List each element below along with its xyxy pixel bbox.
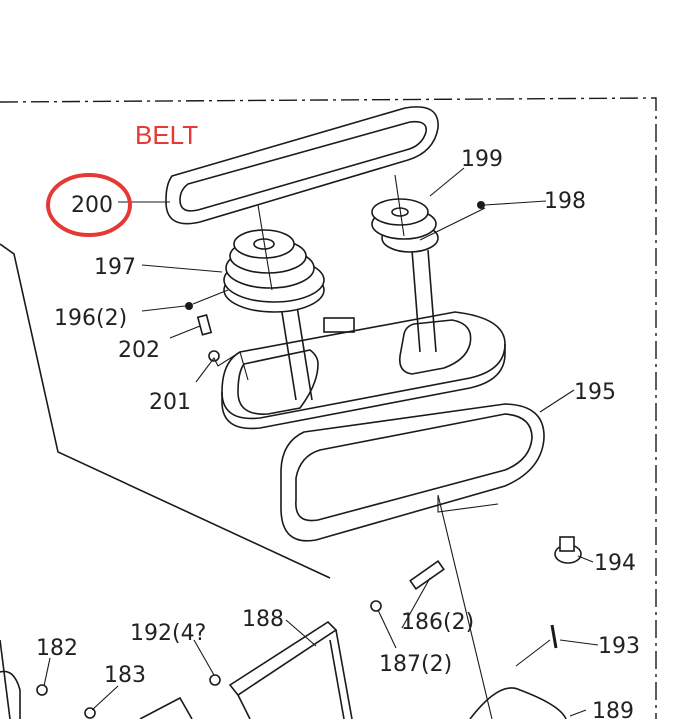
set-screw-198[interactable] <box>477 201 485 209</box>
part-label-193: 193 <box>598 634 640 659</box>
frame-panel-outline <box>0 243 331 579</box>
part-label-182: 182 <box>36 636 78 661</box>
assembly-boundary <box>0 97 657 719</box>
screw-192[interactable] <box>209 674 221 686</box>
spindle-pulley[interactable] <box>223 204 325 401</box>
part-label-202: 202 <box>118 338 160 363</box>
part-label-188: 188 <box>242 607 284 632</box>
belt[interactable] <box>165 106 439 225</box>
pulley-cover[interactable] <box>280 403 545 719</box>
set-screw-196[interactable] <box>185 302 193 310</box>
belt-callout-title: BELT <box>135 120 198 150</box>
screw-182[interactable] <box>36 684 48 696</box>
part-label-186: 186(2) <box>401 610 474 635</box>
part-label-199: 199 <box>461 147 503 172</box>
bolt-186[interactable] <box>409 560 445 590</box>
part-label-192: 192(4? <box>130 621 206 646</box>
part-label-195: 195 <box>574 380 616 405</box>
part-label-200: 200 <box>71 193 113 218</box>
column-cap <box>0 670 21 719</box>
part-label-194: 194 <box>594 551 636 576</box>
spindle-assembly-189[interactable] <box>469 687 567 719</box>
part-label-187: 187(2) <box>379 652 452 677</box>
lower-mount <box>139 696 193 719</box>
part-label-196: 196(2) <box>54 306 127 331</box>
leader-lines <box>43 167 599 717</box>
knob[interactable] <box>554 536 582 564</box>
part-label-197: 197 <box>94 255 136 280</box>
highlight-circle <box>46 173 132 237</box>
motor-pulley[interactable] <box>371 174 439 353</box>
screw-202[interactable] <box>196 314 213 336</box>
part-label-198: 198 <box>544 189 586 214</box>
bracket[interactable] <box>228 620 353 719</box>
part-label-189: 189 <box>592 699 634 719</box>
part-label-201: 201 <box>149 390 191 415</box>
pin-193[interactable] <box>550 624 558 649</box>
column-182 <box>0 639 11 719</box>
part-label-183: 183 <box>104 663 146 688</box>
washer-201[interactable] <box>208 350 220 362</box>
nut-187[interactable] <box>370 600 382 612</box>
washer-183[interactable] <box>84 707 96 719</box>
